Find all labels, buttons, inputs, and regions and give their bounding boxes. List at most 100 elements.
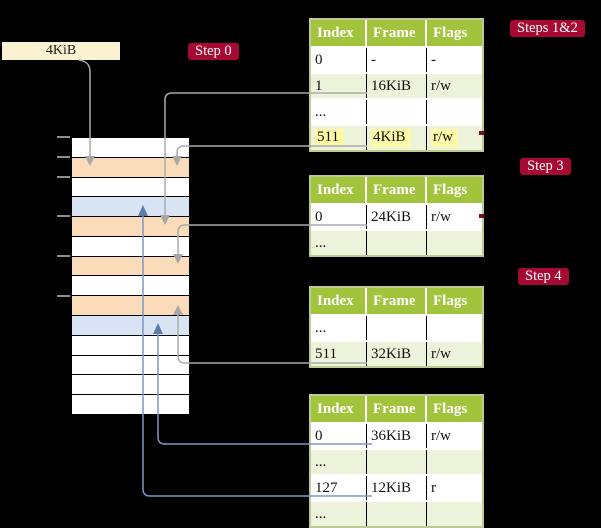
memory-row-blue — [72, 316, 189, 336]
cell-value: 127 — [315, 479, 338, 496]
cell-value: 32KiB — [371, 345, 412, 362]
memory-row-blue — [72, 197, 189, 218]
table-cell: 12KiB — [367, 476, 427, 500]
column-header-index: Index — [311, 396, 367, 422]
cell-value: 0 — [315, 208, 323, 225]
memory-row-white — [72, 276, 189, 297]
badge-steps-1-2: Steps 1&2 — [510, 20, 585, 37]
table-cell: 4KiB — [367, 126, 427, 150]
table-cell — [367, 502, 427, 526]
table-cell: r/w — [427, 126, 482, 150]
table-cell: r/w — [427, 205, 482, 229]
table-row: ... — [311, 500, 482, 526]
cell-value: r — [431, 479, 436, 496]
cell-value: - — [371, 51, 376, 68]
table-row: 127 12KiB r — [311, 474, 482, 500]
memory-tick — [57, 255, 70, 257]
page-size-label: 4KiB — [2, 42, 120, 60]
table-cell: 0 — [311, 205, 367, 229]
table-row: 511 4KiB r/w — [311, 124, 482, 150]
memory-row-orange — [72, 157, 189, 178]
cell-value: r/w — [431, 427, 451, 444]
table-cell: 16KiB — [367, 74, 427, 98]
table-cell: ... — [311, 502, 367, 526]
table-row: 0 24KiB r/w — [311, 203, 482, 229]
table-cell — [427, 316, 482, 340]
cell-value: r/w — [431, 208, 451, 225]
table-cell: - — [367, 48, 427, 72]
cell-value: ... — [315, 103, 327, 120]
column-header-flags: Flags — [433, 400, 468, 417]
column-header-index: Index — [311, 288, 367, 314]
table-cell — [427, 450, 482, 474]
column-header-flags: Flags — [433, 181, 468, 198]
memory-row-white — [72, 395, 189, 414]
table-row: ... — [311, 314, 482, 340]
cell-value: 24KiB — [371, 208, 412, 225]
table-cell: r — [427, 476, 482, 500]
table-cell: - — [427, 48, 482, 72]
column-header-frame: Frame — [367, 396, 427, 422]
table-cell: r/w — [427, 74, 482, 98]
column-header-frame: Frame — [367, 20, 427, 46]
column-header-frame: Frame — [367, 177, 427, 203]
table-row: ... — [311, 98, 482, 124]
badge-step-0: Step 0 — [188, 43, 239, 60]
highlighted-cell-value: 511 — [315, 129, 344, 147]
cell-value: ... — [315, 234, 327, 251]
memory-row-white — [72, 355, 189, 376]
memory-tick — [57, 295, 70, 297]
cell-value: 1 — [315, 77, 323, 94]
table-cell — [367, 450, 427, 474]
table-cell — [367, 316, 427, 340]
memory-row-orange — [72, 256, 189, 277]
memory-tick — [57, 215, 70, 217]
memory-tick — [57, 136, 70, 138]
highlighted-cell-value: r/w — [431, 129, 458, 147]
memory-row-orange — [72, 217, 189, 237]
table-row: 0-- — [311, 46, 482, 72]
table-cell: 0 — [311, 424, 367, 448]
badge-step-3: Step 3 — [520, 158, 571, 175]
table-cell: ... — [311, 231, 367, 255]
table-row: ... — [311, 448, 482, 474]
row-pointer-mark — [479, 131, 484, 135]
cell-value: 0 — [315, 427, 323, 444]
highlighted-cell-value: 4KiB — [371, 129, 411, 147]
cell-value: 16KiB — [371, 77, 412, 94]
table-cell: 127 — [311, 476, 367, 500]
column-header-index: Index — [311, 20, 367, 46]
table-cell — [367, 100, 427, 124]
table-row: 1 16KiB r/w — [311, 72, 482, 98]
column-header-frame: Frame — [367, 288, 427, 314]
cell-value: ... — [315, 453, 327, 470]
table-cell: 32KiB — [367, 342, 427, 366]
column-header-flags: Flags — [433, 292, 468, 309]
memory-tick — [57, 176, 70, 178]
memory-row-white — [72, 375, 189, 396]
memory-stack — [71, 137, 190, 415]
table-cell — [367, 231, 427, 255]
table-cell: 511 — [311, 126, 367, 150]
cell-value: - — [431, 51, 436, 68]
table-cell: 24KiB — [367, 205, 427, 229]
cell-value: 12KiB — [371, 479, 412, 496]
table-cell: r/w — [427, 342, 482, 366]
table-row: ... — [311, 229, 482, 255]
badge-step-4: Step 4 — [518, 268, 569, 285]
table-cell — [427, 100, 482, 124]
table-cell — [427, 502, 482, 526]
memory-row-white — [72, 177, 189, 198]
table-cell: ... — [311, 450, 367, 474]
memory-row-white — [72, 138, 189, 158]
